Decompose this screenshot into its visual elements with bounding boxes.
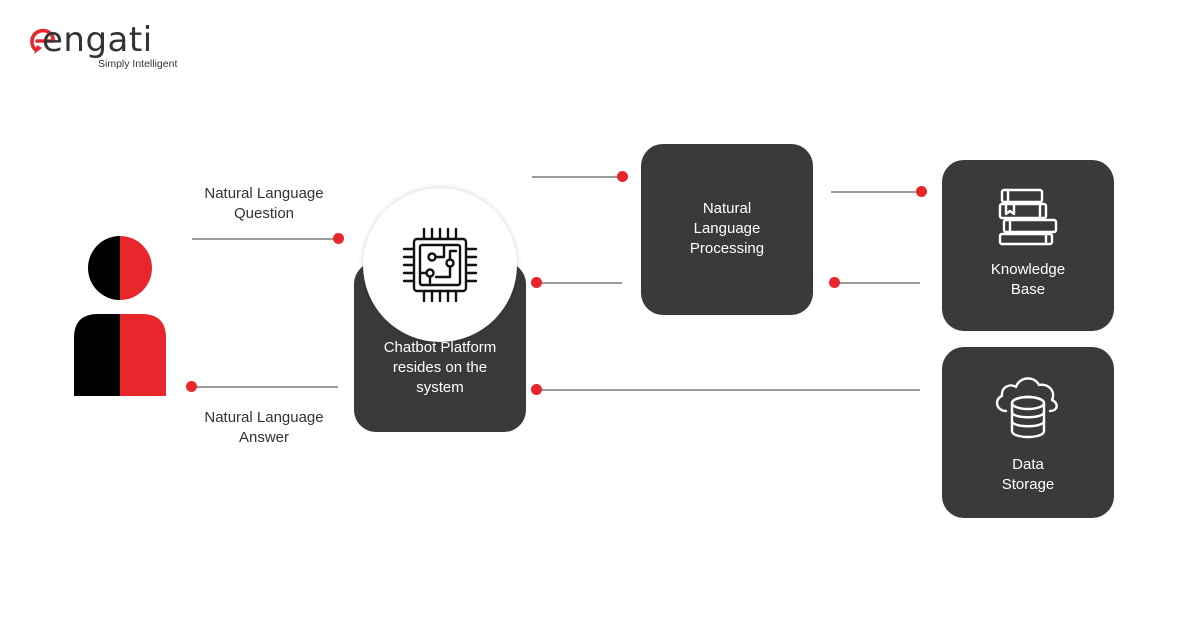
connector-nlp-to-kb [831,191,921,193]
user-icon [74,236,166,396]
connector-nlp-to-chatbot-dot [531,277,542,288]
connector-storage-to-chatbot [537,389,920,391]
chip-badge [363,188,517,342]
chatbot-platform-label: Chatbot Platform resides on the system [383,339,497,396]
connector-kb-to-nlp-dot [829,277,840,288]
nlp-label: Natural Language Processing [689,200,765,257]
connector-nlp-to-chatbot [537,282,622,284]
engati-logo: engati Simply Intelligent [28,20,198,74]
edge-label-question: Natural Language Question [204,185,324,222]
edge-label-answer: Natural Language Answer [204,409,324,446]
logo-wordmark: engati [42,20,153,60]
connector-kb-to-nlp [835,282,920,284]
data-storage-box: Data Storage [942,347,1114,518]
connector-chatbot-to-nlp [532,176,622,178]
nlp-box: Natural Language Processing [641,144,813,315]
connector-chatbot-to-nlp-dot [617,171,628,182]
knowledge-base-label: Knowledge Base [990,261,1066,298]
logo-e-mark-icon [30,28,55,54]
knowledge-base-box: Knowledge Base [942,160,1114,331]
connector-question [192,238,338,240]
logo-tagline: Simply Intelligent [98,58,178,70]
connector-nlp-to-kb-dot [916,186,927,197]
cloud-database-icon [995,377,1058,439]
chip-icon [402,227,478,303]
connector-answer-dot [186,381,197,392]
data-storage-label: Data Storage [1001,456,1055,493]
connector-storage-to-chatbot-dot [531,384,542,395]
connector-answer [192,386,338,388]
connector-question-dot [333,233,344,244]
books-icon [998,188,1058,246]
